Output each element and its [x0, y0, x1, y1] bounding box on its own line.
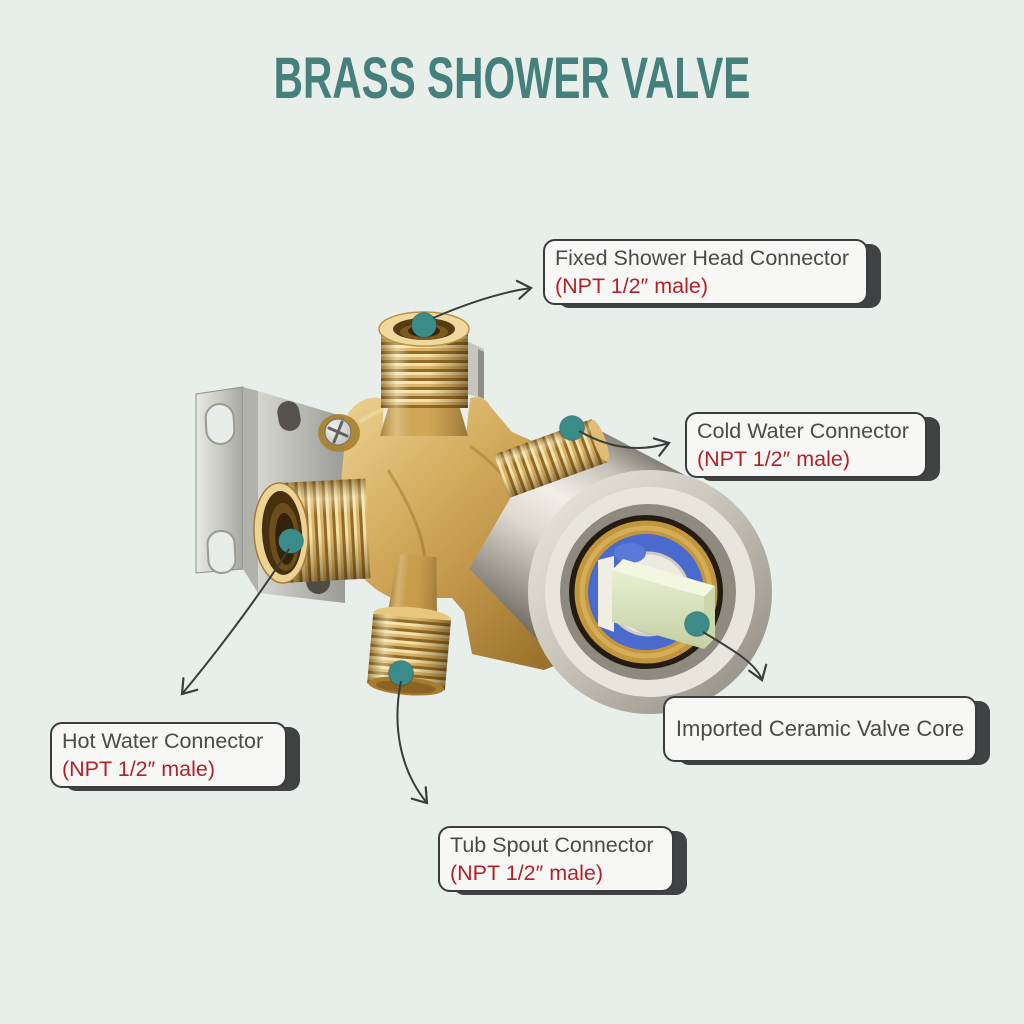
label-spec: (NPT 1/2″ male): [450, 861, 603, 885]
arrow-hot-water: [180, 548, 290, 696]
label-cold-water-connector: Cold Water Connector (NPT 1/2″ male): [685, 412, 927, 478]
callout-dot-cold-water: [559, 415, 585, 441]
callout-dots: [278, 312, 710, 686]
leader-arrows: [180, 279, 768, 805]
label-imported-ceramic-valve-core: Imported Ceramic Valve Core: [663, 696, 977, 762]
bracket-slot: [204, 403, 236, 445]
arrow-valve-core: [702, 631, 768, 682]
bracket-slot: [206, 529, 237, 574]
tub-spout-connector: [367, 553, 452, 696]
label-spec: (NPT 1/2″ male): [62, 757, 215, 781]
ceramic-valve-core: [598, 543, 715, 649]
label-spec: (NPT 1/2″ male): [555, 274, 708, 298]
callout-dot-hot-water: [278, 528, 304, 554]
stem-top-face: [612, 559, 715, 597]
label-tub-spout-connector: Tub Spout Connector (NPT 1/2″ male): [438, 826, 674, 892]
label-spec: (NPT 1/2″ male): [697, 447, 850, 471]
hot-water-connector: [253, 478, 371, 584]
label-title: Fixed Shower Head Connector: [555, 246, 849, 270]
label-title: Tub Spout Connector: [450, 833, 654, 857]
callout-dot-shower-head: [411, 312, 437, 338]
callout-dot-valve-core: [684, 611, 710, 637]
label-title: Hot Water Connector: [62, 729, 264, 753]
arrow-cold-water: [578, 430, 671, 457]
stem-front-face: [612, 570, 704, 649]
bracket-slot: [277, 401, 301, 431]
arrow-shower-head: [432, 279, 533, 319]
label-title: Cold Water Connector: [697, 419, 909, 443]
label-hot-water-connector: Hot Water Connector (NPT 1/2″ male): [50, 722, 287, 788]
label-fixed-shower-head-connector: Fixed Shower Head Connector (NPT 1/2″ ma…: [543, 239, 868, 305]
label-title: Imported Ceramic Valve Core: [675, 716, 965, 741]
page-title: BRASS SHOWER VALVE: [273, 46, 751, 111]
arrow-tub-spout: [396, 680, 429, 805]
